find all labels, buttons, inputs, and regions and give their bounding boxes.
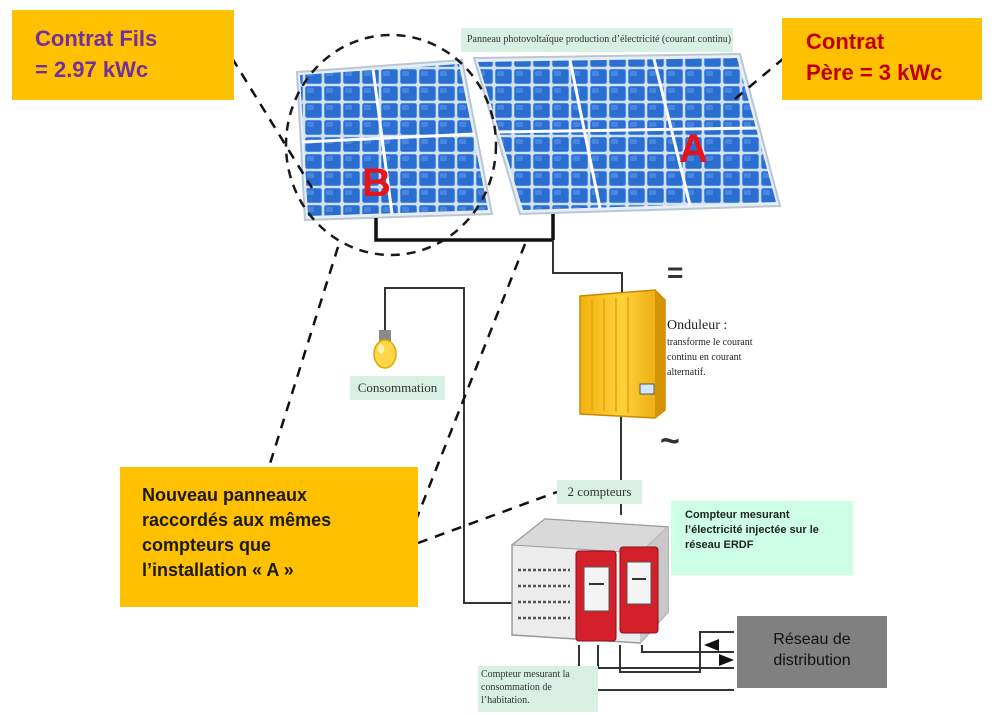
arrow-to-network bbox=[704, 639, 719, 651]
label-reseau-distribution: Réseau de distribution bbox=[737, 616, 887, 688]
dc-symbol: = bbox=[667, 257, 683, 288]
label-panneau-photovoltaique: Panneau photovoltaïque production d’élec… bbox=[461, 28, 733, 52]
leader-lines bbox=[230, 57, 785, 545]
consumption-meter-icon bbox=[575, 550, 617, 642]
solar-panel-b bbox=[295, 58, 494, 222]
letter-a: A bbox=[679, 127, 708, 171]
label-deux-compteurs: 2 compteurs bbox=[557, 480, 642, 504]
inverter-icon bbox=[579, 289, 666, 419]
label-compteur-injection: Compteur mesurant l’électricité injectée… bbox=[671, 501, 853, 575]
onduleur-title: Onduleur : bbox=[667, 318, 728, 334]
label-consommation: Consommation bbox=[350, 376, 445, 400]
light-bulb-icon bbox=[373, 330, 397, 369]
panel-connection bbox=[374, 214, 555, 242]
callout-contrat-fils: Contrat Fils = 2.97 kWc bbox=[12, 10, 234, 100]
solar-panel-a bbox=[472, 52, 782, 216]
onduleur-description: transforme le courant continu en courant… bbox=[667, 337, 753, 378]
injection-meter-icon bbox=[619, 546, 659, 634]
letter-b: B bbox=[362, 161, 391, 205]
panel-b-highlight-circle bbox=[284, 33, 498, 257]
arrow-from-network bbox=[719, 654, 734, 666]
callout-contrat-pere: Contrat Père = 3 kWc bbox=[782, 18, 982, 100]
ac-symbol: ~ bbox=[660, 422, 680, 460]
callout-nouveau-panneaux: Nouveau panneaux raccordés aux mêmes com… bbox=[120, 467, 418, 607]
label-compteur-habitation: Compteur mesurant la consommation de l’h… bbox=[478, 666, 598, 712]
